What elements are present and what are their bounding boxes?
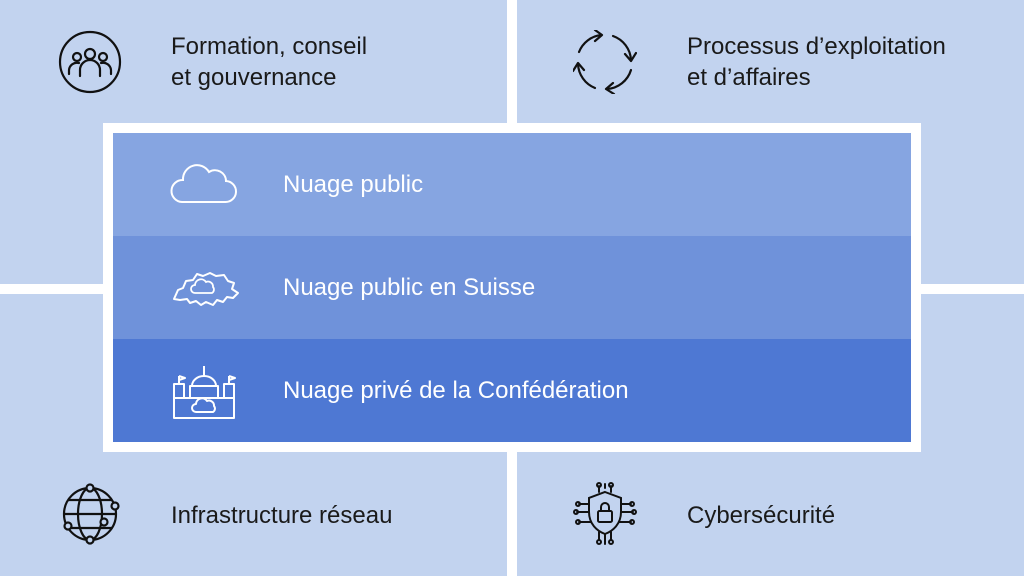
cloud-layers-panel: Nuage public Nuage public en Suisse Nuag… <box>103 123 921 452</box>
layer-label: Nuage public <box>283 171 424 198</box>
operations-business-line1: Processus d’exploitation <box>687 33 946 60</box>
cloud-icon <box>170 164 237 204</box>
training-governance-line1: Formation, conseil <box>171 33 368 60</box>
people-group-icon <box>58 30 122 94</box>
circuit-lock-icon <box>573 482 637 545</box>
cycle-arrows-icon <box>573 30 637 94</box>
globe-network-icon <box>62 483 120 545</box>
layer-label: Nuage public en Suisse <box>283 274 536 301</box>
switzerland-cloud-icon <box>173 272 239 306</box>
layer-label: Nuage privé de la Confédération <box>283 377 629 404</box>
layer-public-cloud-switzerland: Nuage public en Suisse <box>113 236 911 339</box>
operations-business-line2: et d’affaires <box>687 64 811 91</box>
network-infrastructure-label: Infrastructure réseau <box>171 502 393 529</box>
operations-business-label: Processus d’exploitation et d’affaires <box>687 31 946 93</box>
layer-public-cloud: Nuage public <box>113 133 911 236</box>
training-governance-line2: et gouvernance <box>171 64 337 91</box>
training-governance-label: Formation, conseil et gouvernance <box>171 31 367 93</box>
layer-private-cloud-confederation: Nuage privé de la Confédération <box>113 339 911 442</box>
cybersecurity-label: Cybersécurité <box>687 502 836 529</box>
federal-palace-cloud-icon <box>173 366 236 419</box>
